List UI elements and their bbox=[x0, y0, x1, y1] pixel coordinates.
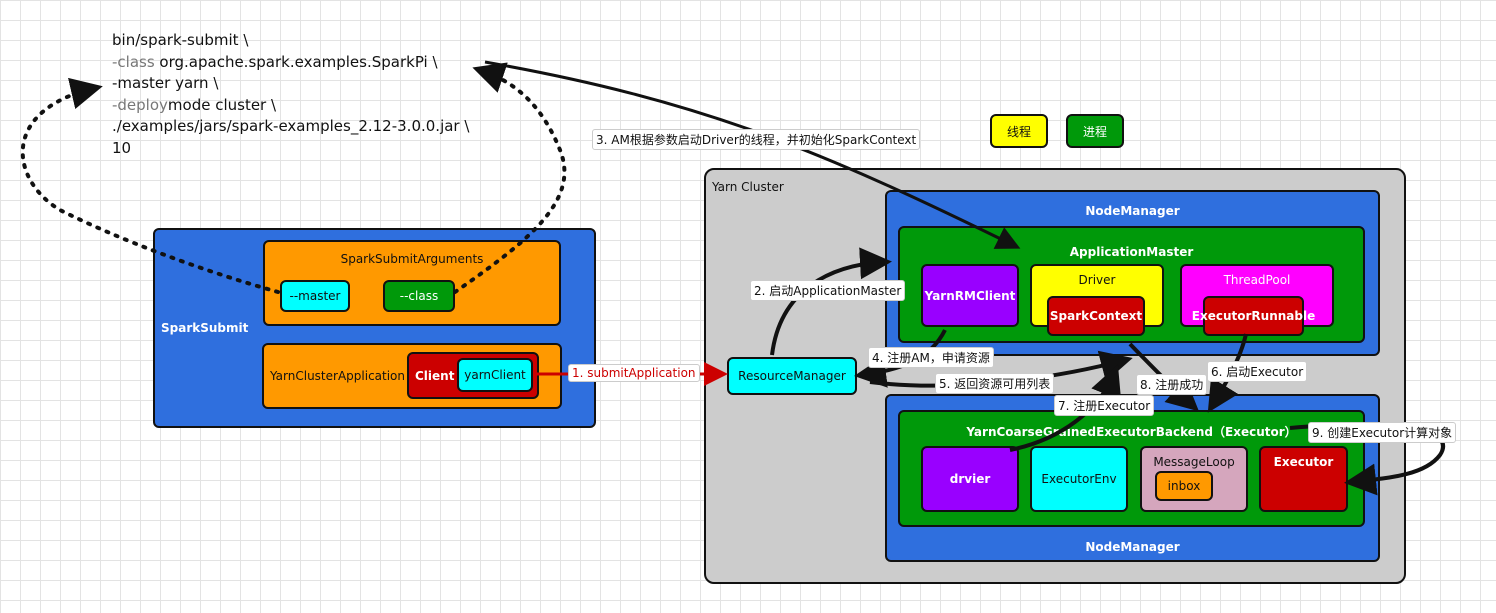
legend-thread: 线程 bbox=[990, 114, 1048, 148]
step-4-label: 4. 注册AM，申请资源 bbox=[868, 347, 994, 368]
step-7-label: 7. 注册Executor bbox=[1054, 395, 1155, 416]
inbox-box: inbox bbox=[1155, 471, 1213, 501]
yarn-cluster-title: Yarn Cluster bbox=[712, 180, 784, 194]
master-argument-label: --master bbox=[289, 289, 341, 303]
command-line-2: -class org.apache.spark.examples.SparkPi… bbox=[112, 52, 469, 74]
node-manager-top-title: NodeManager bbox=[1085, 204, 1180, 218]
command-deploy-value: mode cluster \ bbox=[167, 95, 277, 114]
command-line-6: 10 bbox=[112, 138, 132, 157]
yarn-rm-client: YarnRMClient bbox=[921, 264, 1019, 327]
arrow-step-2 bbox=[770, 247, 892, 356]
command-line-4: -deploymode cluster \ bbox=[112, 95, 469, 117]
message-loop-title: MessageLoop bbox=[1153, 455, 1235, 469]
spark-submit-command: bin/spark-submit \ -class org.apache.spa… bbox=[112, 30, 469, 159]
command-line-1: bin/spark-submit \ bbox=[112, 31, 249, 49]
command-class-prefix: -class bbox=[112, 52, 155, 71]
legend-process-label: 进程 bbox=[1082, 124, 1107, 139]
drvier-box: drvier bbox=[921, 446, 1019, 512]
step-3-label: 3. AM根据参数启动Driver的线程，并初始化SparkContext bbox=[592, 129, 921, 150]
command-line-5: ./examples/jars/spark-examples_2.12-3.0.… bbox=[112, 117, 470, 135]
step-8-label: 8. 注册成功 bbox=[1136, 374, 1208, 395]
yarn-client: yarnClient bbox=[457, 358, 533, 392]
dotted-arrow-master bbox=[20, 77, 280, 294]
step-1-label: 1. submitApplication bbox=[568, 364, 700, 382]
client-label: Client bbox=[415, 368, 455, 383]
driver-title: Driver bbox=[1078, 273, 1116, 287]
yarn-client-label: yarnClient bbox=[464, 368, 526, 382]
node-manager-bottom-title: NodeManager bbox=[1085, 540, 1180, 554]
resource-manager-label: ResourceManager bbox=[738, 369, 846, 383]
step-2-label: 2. 启动ApplicationMaster bbox=[750, 280, 906, 301]
executor-title: Executor bbox=[1273, 455, 1334, 469]
legend-process: 进程 bbox=[1066, 114, 1124, 148]
executor-runnable-label: ExecutorRunnable bbox=[1191, 309, 1316, 323]
arrow-step-3 bbox=[484, 60, 1021, 249]
arrow-step-7 bbox=[1009, 364, 1122, 452]
application-master-title: ApplicationMaster bbox=[1069, 245, 1194, 259]
spark-submit-arguments-title: SparkSubmitArguments bbox=[340, 252, 484, 266]
drvier-label: drvier bbox=[949, 472, 991, 486]
executor-env-label: ExecutorEnv bbox=[1041, 472, 1117, 486]
class-argument: --class bbox=[383, 280, 455, 312]
step-9-label: 9. 创建Executor计算对象 bbox=[1308, 422, 1457, 443]
spark-context-label: SparkContext bbox=[1049, 309, 1143, 323]
step-6-label: 6. 启动Executor bbox=[1207, 361, 1308, 382]
spark-context: SparkContext bbox=[1047, 296, 1145, 336]
executor-env: ExecutorEnv bbox=[1030, 446, 1128, 512]
class-argument-label: --class bbox=[399, 289, 439, 303]
thread-pool-title: ThreadPool bbox=[1223, 273, 1291, 287]
yarn-rm-client-label: YarnRMClient bbox=[924, 288, 1016, 303]
command-deploy-prefix: -deploy bbox=[112, 95, 168, 114]
spark-submit-title: SparkSubmit bbox=[161, 321, 249, 335]
dotted-arrow-class bbox=[453, 62, 567, 294]
executor-runnable: ExecutorRunnable bbox=[1192, 296, 1315, 336]
legend-thread-label: 线程 bbox=[1006, 124, 1031, 139]
command-line-3: -master yarn \ bbox=[112, 74, 219, 92]
command-class-value: org.apache.spark.examples.SparkPi \ bbox=[154, 52, 438, 71]
master-argument: --master bbox=[280, 280, 350, 312]
inbox-label: inbox bbox=[1167, 479, 1201, 493]
yarn-cluster-application-title: YarnClusterApplication bbox=[270, 369, 405, 383]
step-5-label: 5. 返回资源可用列表 bbox=[935, 373, 1055, 394]
